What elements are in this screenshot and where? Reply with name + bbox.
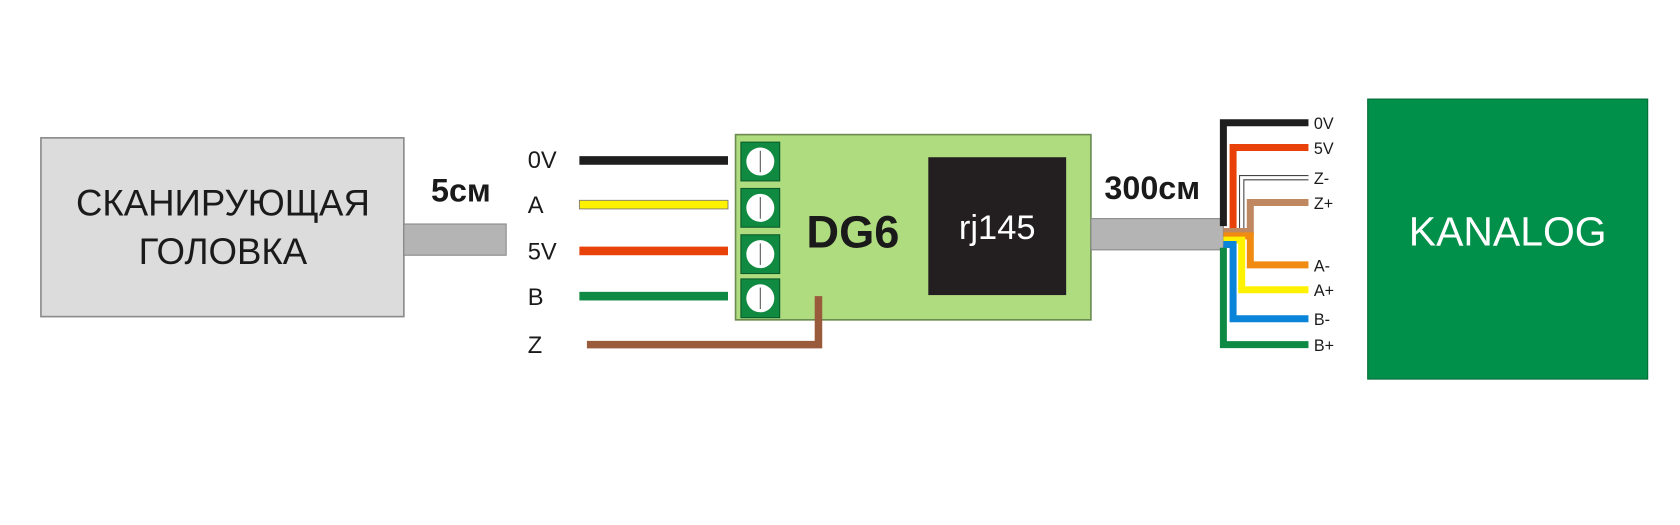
right-wire-label-5v: 5V [1314, 140, 1334, 158]
right-wire-label-0v: 0V [1314, 115, 1334, 133]
long-cable [1090, 218, 1224, 251]
right-wire-label-b-minus: B- [1314, 311, 1330, 329]
short-cable-length: 5см [431, 172, 491, 208]
wire-right-0v [1219, 119, 1309, 227]
wire-right-z-plus [1223, 198, 1309, 236]
kanalog-controller [1367, 98, 1649, 380]
wire-right-b-minus [1223, 240, 1309, 323]
right-wire-label-z-plus: Z+ [1314, 195, 1333, 213]
wire-fanout [1219, 119, 1309, 349]
wire-right-b-plus [1219, 247, 1309, 349]
wire-right-5v [1229, 144, 1309, 229]
wire-0v [579, 156, 728, 165]
scanner-head-label-line1: СКАНИРУЮЩАЯ [76, 182, 370, 223]
wire-5v [579, 246, 728, 256]
left-wire-label-5v: 5V [528, 240, 557, 266]
wire-a [578, 199, 729, 210]
right-wire-label-a-plus: A+ [1314, 282, 1334, 300]
rj-connector [928, 157, 1067, 296]
wire-right-a-minus [1223, 232, 1309, 269]
right-wire-label-a-minus: A- [1314, 257, 1330, 275]
right-wire-label-z-minus: Z- [1314, 170, 1329, 188]
right-wire-label-b-plus: B+ [1314, 337, 1334, 355]
wire-b [579, 291, 728, 301]
wire-right-a-plus [1223, 236, 1309, 294]
wire-z [586, 296, 823, 349]
long-cable-length: 300см [1104, 170, 1200, 206]
short-cable [403, 223, 507, 256]
module-name: DG6 [806, 207, 899, 258]
dg6-module: DG6 rj145 [734, 133, 1092, 321]
terminal-block [740, 141, 781, 319]
connector-label: rj145 [959, 209, 1036, 247]
controller-name: KANALOG [1409, 209, 1607, 255]
left-wire-label-a: A [528, 193, 544, 219]
left-wire-label-z: Z [528, 333, 542, 359]
left-wire-label-0v: 0V [528, 148, 557, 174]
left-wire-label-b: B [528, 285, 544, 311]
scanner-head: СКАНИРУЮЩАЯ ГОЛОВКА [40, 137, 405, 318]
scanner-head-label-line2: ГОЛОВКА [139, 231, 308, 272]
